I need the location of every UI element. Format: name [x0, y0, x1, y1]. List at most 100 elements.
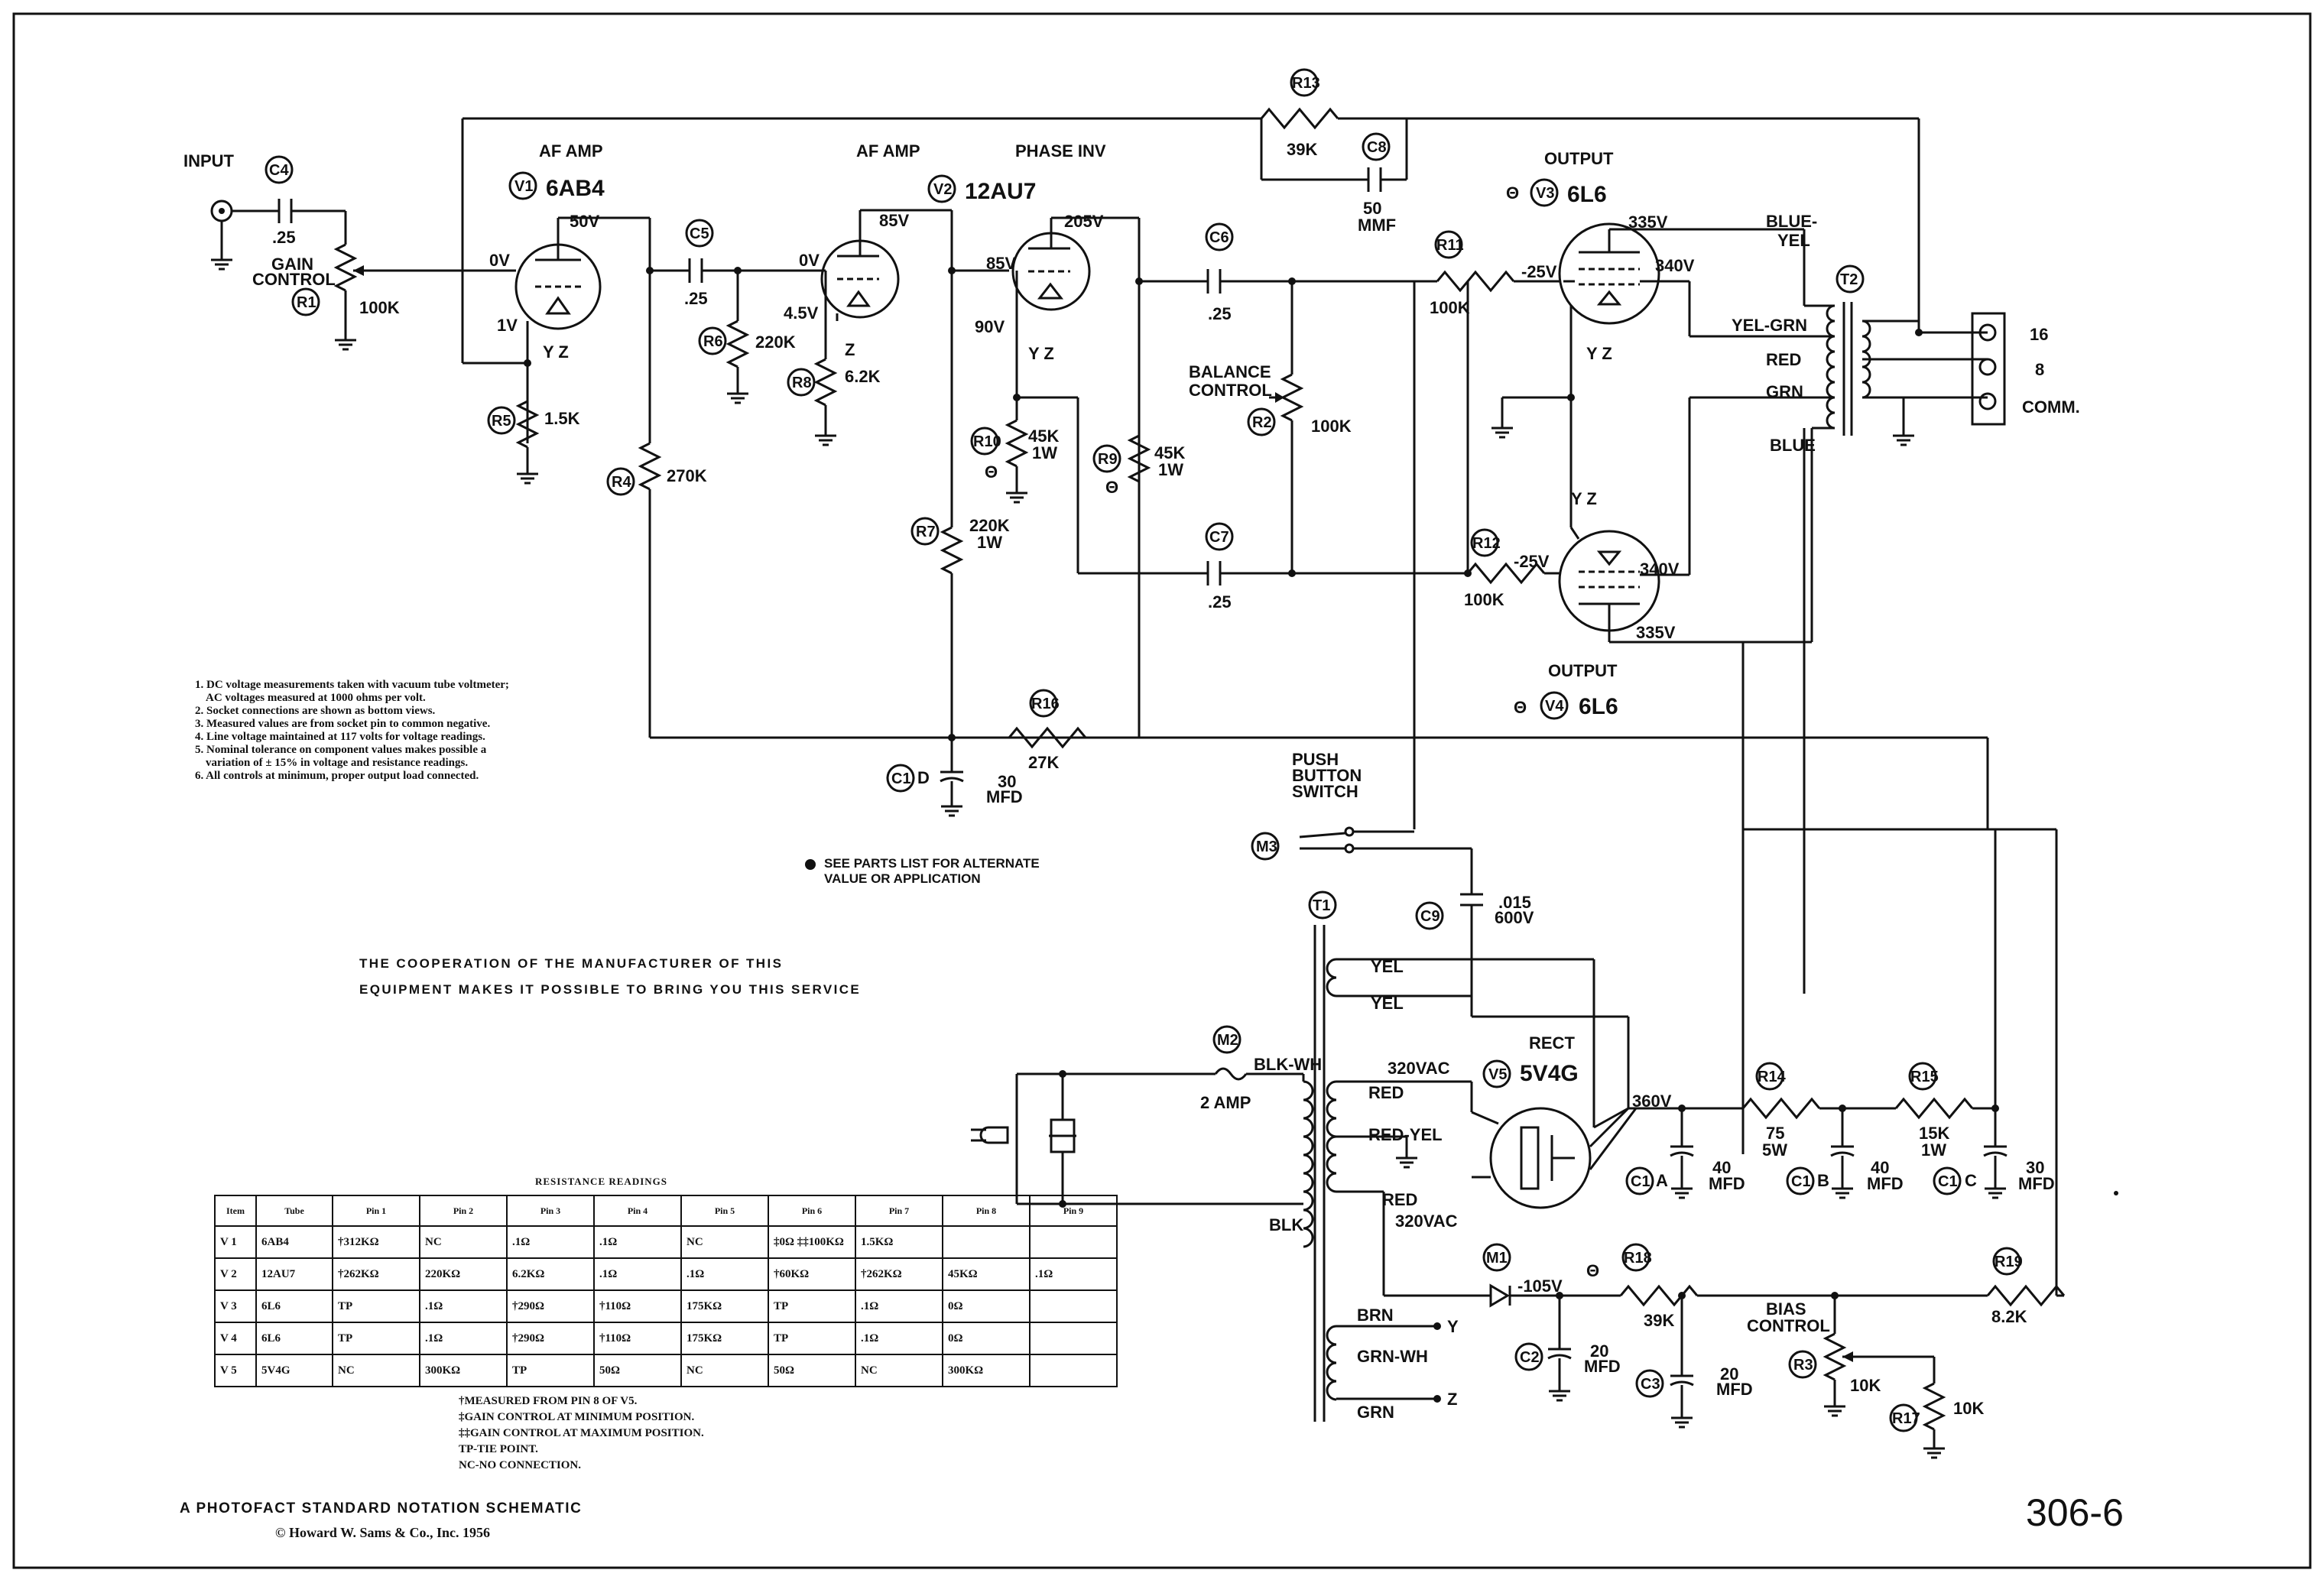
- v1-plate-v: 50V: [570, 212, 599, 231]
- table-cell: †110Ω: [593, 1289, 682, 1323]
- cooperation-line: THE COOPERATION OF THE MANUFACTURER OF T…: [359, 956, 784, 971]
- c7-value: .25: [1208, 592, 1232, 611]
- table-cell: [1029, 1289, 1118, 1323]
- r7-value2: 1W: [977, 533, 1002, 552]
- c1d-ref: C1: [891, 770, 911, 787]
- resistance-table-title: RESISTANCE READINGS: [535, 1176, 667, 1187]
- v3-func: OUTPUT: [1544, 149, 1614, 168]
- c1a-value2: MFD: [1709, 1174, 1745, 1193]
- balance-label-1: BALANCE: [1189, 362, 1271, 381]
- hv-ac-bot: 320VAC: [1395, 1212, 1458, 1231]
- c2-value: 20: [1590, 1341, 1608, 1361]
- m3-ref: M3: [1256, 839, 1277, 855]
- c1d-value2: MFD: [986, 787, 1023, 806]
- v4-func: OUTPUT: [1548, 661, 1618, 680]
- note-line: 6. All controls at minimum, proper outpu…: [195, 770, 479, 782]
- table-cell: NC: [680, 1354, 769, 1387]
- table-cell: 1.5KΩ: [855, 1225, 943, 1259]
- col-header: Pin 8: [942, 1195, 1031, 1227]
- table-cell: 6L6: [255, 1289, 333, 1323]
- v2a-z: Z: [845, 340, 855, 359]
- resistor-r8: [787, 321, 838, 446]
- resistor-r4: [606, 442, 662, 738]
- v2b-grid-v: 85V: [986, 254, 1016, 273]
- footnote: TP-TIE POINT.: [459, 1443, 538, 1455]
- t1-yel1: YEL: [1371, 957, 1404, 976]
- capacitor-c8: [1261, 132, 1407, 192]
- c1b-ref: C1: [1791, 1173, 1811, 1190]
- table-cell: 50Ω: [593, 1354, 682, 1387]
- note-line: 3. Measured values are from socket pin t…: [195, 718, 491, 730]
- table-cell: .1Ω: [506, 1225, 595, 1259]
- resistor-r16: [1008, 689, 1087, 749]
- r11-value: 100K: [1430, 298, 1470, 317]
- table-cell: 0Ω: [942, 1322, 1031, 1355]
- v4-yz: Y Z: [1571, 489, 1597, 508]
- table-cell: 5V4G: [255, 1354, 333, 1387]
- note-line: AC voltages measured at 1000 ohms per vo…: [206, 692, 426, 704]
- table-cell: †60KΩ: [768, 1257, 856, 1291]
- table-cell: 6.2KΩ: [506, 1257, 595, 1291]
- tube-v1: [461, 216, 650, 443]
- junction: [948, 267, 956, 274]
- cooperation-note: THE COOPERATION OF THE MANUFACTURER OF T…: [359, 951, 861, 1003]
- r17-ref: R17: [1892, 1410, 1920, 1427]
- pushbtn-label-3: SWITCH: [1292, 782, 1358, 801]
- r8-ref: R8: [792, 375, 812, 391]
- gain-label-1: GAIN: [271, 255, 313, 274]
- v1-yz: Y Z: [543, 342, 569, 362]
- r15-ref: R15: [1910, 1069, 1939, 1085]
- r6-value: 220K: [755, 332, 796, 352]
- v4-type: 6L6: [1579, 694, 1618, 719]
- table-cell: TP: [768, 1322, 856, 1355]
- see-parts-line: SEE PARTS LIST FOR ALTERNATE: [824, 856, 1040, 871]
- r8-value: 6.2K: [845, 367, 881, 386]
- r4-value: 270K: [667, 466, 707, 485]
- v2a-plate-v: 85V: [879, 211, 909, 230]
- r9-ref: R9: [1098, 451, 1118, 468]
- v2b-yz: Y Z: [1028, 344, 1054, 363]
- tube-v3: [1558, 222, 1697, 397]
- v1-type: 6AB4: [546, 176, 605, 201]
- table-cell: NC: [855, 1354, 943, 1387]
- r2-value: 100K: [1311, 417, 1352, 436]
- see-parts-note: SEE PARTS LIST FOR ALTERNATE VALUE OR AP…: [803, 856, 1040, 887]
- table-cell: [1029, 1354, 1118, 1387]
- r3-value: 10K: [1850, 1376, 1881, 1395]
- c3-value2: MFD: [1716, 1380, 1753, 1399]
- c1c-ref: C1: [1938, 1173, 1958, 1190]
- bplus-filter: [1625, 829, 2008, 1199]
- t1-blkwh: BLK-WH: [1254, 1055, 1322, 1074]
- table-cell: .1Ω: [593, 1225, 682, 1259]
- v3-ref: V3: [1536, 185, 1554, 202]
- r12-ref: R12: [1472, 535, 1501, 552]
- t1-z-label: Z: [1447, 1390, 1457, 1409]
- power-plug: [971, 1126, 1009, 1144]
- footnote: †MEASURED FROM PIN 8 OF V5.: [459, 1395, 638, 1407]
- col-header: Pin 4: [593, 1195, 682, 1227]
- table-cell: 220KΩ: [419, 1257, 508, 1291]
- table-cell: V 3: [214, 1289, 257, 1323]
- v1-func: AF AMP: [539, 141, 603, 161]
- primary-power-circuit: [1015, 1025, 1305, 1208]
- tube-v2b: [1011, 216, 1141, 738]
- col-header: Tube: [255, 1195, 333, 1227]
- v3-ref-circle: [1530, 178, 1559, 207]
- capacitor-c6: [1135, 222, 1437, 294]
- c1c-sec: C: [1965, 1171, 1977, 1190]
- v4-plate-v: 340V: [1640, 560, 1680, 579]
- c1c-value2: MFD: [2018, 1174, 2055, 1193]
- table-cell: .1Ω: [680, 1257, 769, 1291]
- c1b-value2: MFD: [1867, 1174, 1904, 1193]
- fuse-label: 2 AMP: [1200, 1093, 1251, 1112]
- r9-value2: 1W: [1158, 460, 1183, 479]
- out-8-label: 8: [2035, 360, 2044, 379]
- table-cell: 175KΩ: [680, 1322, 769, 1355]
- table-cell: †262KΩ: [332, 1257, 420, 1291]
- v3-theta: Θ: [1506, 183, 1519, 203]
- wire-grn-label: GRN: [1766, 382, 1803, 401]
- bias-label-1: BIAS: [1766, 1299, 1806, 1319]
- table-cell: 0Ω: [942, 1289, 1031, 1323]
- v4-ref: V4: [1545, 698, 1564, 715]
